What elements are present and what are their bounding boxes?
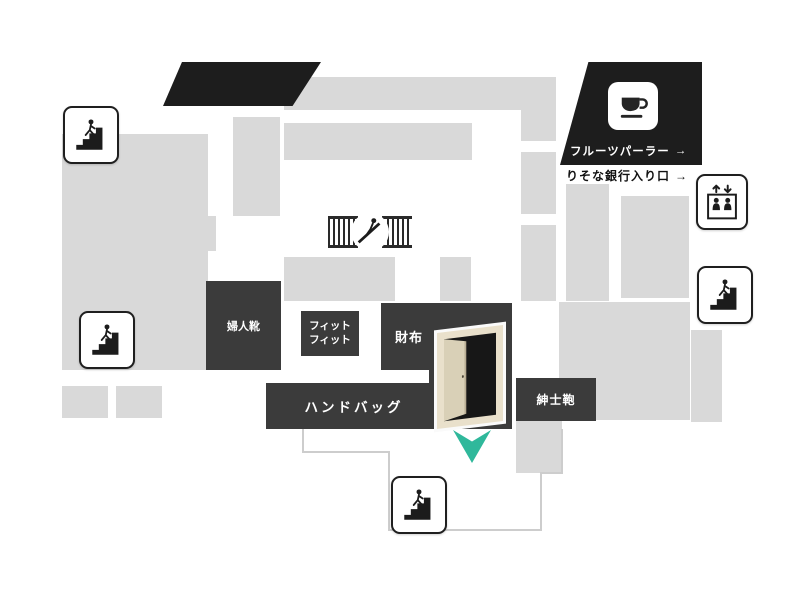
escalator-person-icon	[357, 218, 381, 244]
stairs-icon-left	[79, 311, 135, 369]
door-knob	[461, 374, 464, 378]
area-handbags-label: ハンドバッグ	[304, 400, 404, 415]
area-fitfit-label-2: フィット	[309, 333, 351, 346]
stairs-icon-bottom	[391, 476, 447, 534]
bank-entrance-arrow: →	[675, 168, 689, 183]
floor-block	[233, 117, 280, 216]
floor-block	[440, 257, 471, 301]
elevator-icon	[696, 174, 748, 230]
floor-block	[521, 225, 556, 301]
floor-block	[284, 123, 472, 160]
escalator-circle	[351, 213, 389, 251]
coffee-cup-icon	[620, 97, 648, 118]
area-fitfit: フィット フィット	[301, 311, 359, 356]
fruit-parlour-label: フルーツパーラー	[570, 146, 670, 158]
door-leaf	[444, 339, 467, 422]
stairs-icon-upper-left	[63, 106, 119, 164]
area-wallets-label: 財布	[395, 330, 424, 345]
bank-entrance-label: りそな銀行入り口	[566, 169, 671, 183]
elevator-pictogram-icon	[707, 184, 737, 220]
floor-block	[566, 184, 609, 301]
floor-block	[621, 196, 689, 298]
floor-block	[691, 330, 722, 422]
floor-block	[62, 386, 108, 418]
escalator-icon	[322, 213, 418, 251]
area-fitfit-label-1: フィット	[309, 319, 351, 332]
floor-block	[284, 77, 556, 110]
stairs-icon	[404, 489, 431, 520]
bank-entrance-label-row: りそな銀行入り口 →	[566, 167, 688, 184]
area-womens-shoes-label: 婦人靴	[227, 320, 260, 333]
floor-block	[116, 386, 162, 418]
stairs-icon-right	[697, 266, 753, 324]
coffee-cup-badge	[608, 82, 658, 130]
fruit-parlour-arrow: →	[674, 145, 688, 157]
floor-block	[521, 89, 556, 141]
wall-top-left	[163, 62, 321, 106]
cafe-block: フルーツパーラー →	[560, 62, 702, 165]
area-mens-bags-label: 紳士鞄	[536, 393, 576, 407]
location-pin-icon	[453, 430, 491, 463]
stairs-icon	[76, 119, 103, 150]
area-mens-bags: 紳士鞄	[516, 378, 596, 421]
floor-block	[121, 216, 216, 251]
door-illustration	[437, 324, 503, 430]
fruit-parlour-label-row: フルーツパーラー →	[570, 143, 687, 159]
stairs-icon	[710, 279, 737, 310]
stairs-icon	[92, 324, 119, 355]
floor-block	[516, 421, 562, 473]
floor-block	[521, 152, 556, 214]
area-womens-shoes: 婦人靴	[206, 281, 281, 370]
floor-block	[284, 257, 395, 301]
